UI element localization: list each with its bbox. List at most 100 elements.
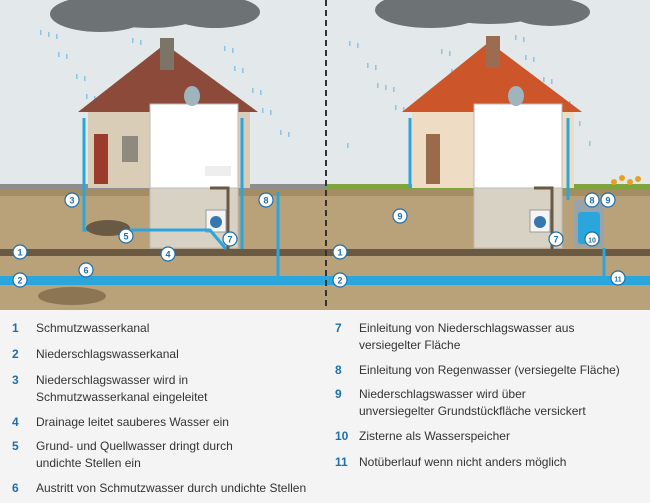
rain-drop — [262, 108, 264, 113]
marker-label: 8 — [263, 196, 268, 206]
legend-number: 10 — [335, 429, 349, 443]
marker-8: 8 — [584, 192, 600, 208]
rain-drop — [280, 130, 282, 135]
legend-item-1: 1 Schmutzwasserkanal — [12, 320, 149, 337]
marker-8: 8 — [258, 192, 274, 208]
legend-text: Drainage leitet sauberes Wasser ein — [36, 415, 229, 429]
rain-drop — [449, 51, 451, 56]
legend-text: Einleitung von Regenwasser (versiegelte … — [359, 363, 620, 377]
rain-drop — [66, 54, 68, 59]
rain-drop — [232, 48, 234, 53]
legend-text: Schmutzwasserkanal eingeleitet — [36, 390, 208, 404]
legend-text: undichte Stellen ein — [36, 456, 141, 470]
marker-label: 3 — [69, 196, 74, 206]
rain-drop — [56, 34, 58, 39]
marker-label: 7 — [227, 235, 232, 245]
rain-drop — [349, 41, 351, 46]
drainage-illustration: 1 2 3 4 5 6 7 8 1 2 7 8 9 9 10 11 — [0, 0, 650, 310]
marker-5: 5 — [118, 228, 134, 244]
marker-4: 4 — [160, 246, 176, 262]
rain-drop — [515, 35, 517, 40]
rain-drop — [76, 74, 78, 79]
legend-item-5: 5 Grund- und Quellwasser dringt durch un… — [12, 438, 233, 472]
marker-7: 7 — [548, 231, 564, 247]
marker-1: 1 — [332, 244, 348, 260]
marker-7: 7 — [222, 231, 238, 247]
rain-drop — [40, 30, 42, 35]
rain-drop — [543, 77, 545, 82]
legend-number: 2 — [12, 347, 19, 361]
legend-item-3: 3 Niederschlagswasser wird in Schmutzwas… — [12, 372, 207, 406]
rain-drop — [58, 52, 60, 57]
groundwater-puddle — [86, 220, 130, 236]
legend-number: 3 — [12, 373, 19, 387]
marker-label: 2 — [337, 276, 342, 286]
rain-drop — [234, 66, 236, 71]
marker-9: 9 — [600, 192, 616, 208]
legend-text: Grund- und Quellwasser dringt durch — [36, 439, 233, 453]
legend-item-9: 9 Niederschlagswasser wird über unversie… — [335, 386, 586, 420]
rain-drop — [441, 49, 443, 54]
marker-6: 6 — [78, 262, 94, 278]
rain-drop — [357, 43, 359, 48]
rain-drop — [551, 79, 553, 84]
marker-1: 1 — [12, 244, 28, 260]
legend-number: 8 — [335, 363, 342, 377]
legend-item-6: 6 Austritt von Schmutzwasser durch undic… — [12, 480, 306, 497]
cloud-left — [50, 0, 260, 32]
marker-label: 9 — [605, 196, 610, 206]
legend-number: 4 — [12, 415, 19, 429]
legend-text: Austritt von Schmutzwasser durch undicht… — [36, 481, 307, 495]
rain-drop — [84, 76, 86, 81]
legend-number: 5 — [12, 439, 19, 453]
rain-drop — [347, 143, 349, 148]
rain-drop — [132, 38, 134, 43]
legend-text: Zisterne als Wasserspeicher — [359, 429, 510, 443]
marker-3: 3 — [64, 192, 80, 208]
downpipes-left — [82, 118, 280, 276]
marker-label: 6 — [83, 266, 88, 276]
rain-drop — [94, 96, 96, 101]
cloud-right — [375, 0, 590, 28]
rain-drop — [395, 105, 397, 110]
rain-drop — [385, 85, 387, 90]
legend-text: Einleitung von Niederschlagswasser aus — [359, 321, 575, 335]
legend-text: Niederschlagswasser wird über — [359, 387, 526, 401]
legend-item-4: 4 Drainage leitet sauberes Wasser ein — [12, 414, 229, 431]
rain-drop — [140, 40, 142, 45]
legend-item-2: 2 Niederschlagswasserkanal — [12, 346, 179, 363]
legend-text: Schmutzwasserkanal — [36, 321, 150, 335]
legend-text: Niederschlagswasser wird in — [36, 373, 189, 387]
rain-drop — [270, 110, 272, 115]
legend-text: Notüberlauf wenn nicht anders möglich — [359, 455, 567, 469]
marker-11: 11 — [610, 270, 626, 286]
legend-number: 6 — [12, 481, 19, 495]
legend-number: 9 — [335, 387, 342, 401]
marker-label: 8 — [589, 196, 594, 206]
rain-drop — [86, 94, 88, 99]
marker-label: 7 — [553, 235, 558, 245]
rain-drop — [288, 132, 290, 137]
leak-puddle — [38, 287, 106, 305]
legend-item-10: 10 Zisterne als Wasserspeicher — [335, 428, 510, 445]
marker-9: 9 — [392, 208, 408, 224]
marker-label: 9 — [397, 212, 402, 222]
legend-text: Niederschlagswasserkanal — [36, 347, 179, 361]
marker-label: 5 — [123, 232, 128, 242]
rain-drop — [451, 69, 453, 74]
number-markers: 1 2 3 4 5 6 7 8 1 2 7 8 9 9 10 11 — [12, 192, 626, 288]
rain-drop — [525, 55, 527, 60]
marker-label: 11 — [614, 277, 622, 284]
rain-drop — [579, 121, 581, 126]
rain-drop — [377, 83, 379, 88]
downpipes-right — [408, 118, 606, 276]
rain-drop — [260, 90, 262, 95]
rain-drop — [242, 68, 244, 73]
house-left — [78, 38, 258, 249]
legend-text: unversiegelter Grundstückfläche versicke… — [359, 404, 586, 418]
marker-label: 10 — [588, 238, 596, 245]
house-right — [402, 36, 641, 249]
legend-number: 1 — [12, 321, 19, 335]
rain-drop — [252, 88, 254, 93]
marker-label: 2 — [17, 276, 22, 286]
